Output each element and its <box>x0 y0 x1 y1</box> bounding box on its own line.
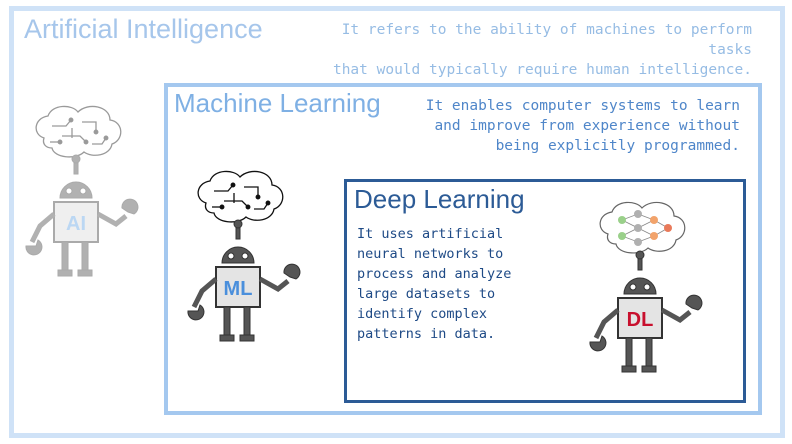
ml-box <box>164 83 762 415</box>
ai-box <box>9 6 785 438</box>
brain-circuit-icon <box>35 105 122 158</box>
dl-description: It uses artificial neural networks to pr… <box>357 226 512 342</box>
dl-robot-badge: DL <box>627 309 654 331</box>
neural-network-brain-icon <box>599 201 686 254</box>
ai-description: It refers to the ability of machines to … <box>332 22 752 78</box>
dl-box <box>344 179 746 403</box>
ml-robot-badge: ML <box>224 278 253 300</box>
ml-title: Machine Learning <box>174 88 381 118</box>
ai-title: Artificial Intelligence <box>24 14 263 44</box>
dl-title: Deep Learning <box>354 184 525 214</box>
dl-robot-icon: DL <box>589 201 703 373</box>
brain-circuit-icon <box>197 170 284 223</box>
ai-robot-badge: AI <box>66 213 86 235</box>
ai-robot-icon: AI <box>25 105 139 277</box>
ml-robot-icon: ML <box>187 170 301 342</box>
ml-description: It enables computer systems to learn and… <box>425 98 740 154</box>
